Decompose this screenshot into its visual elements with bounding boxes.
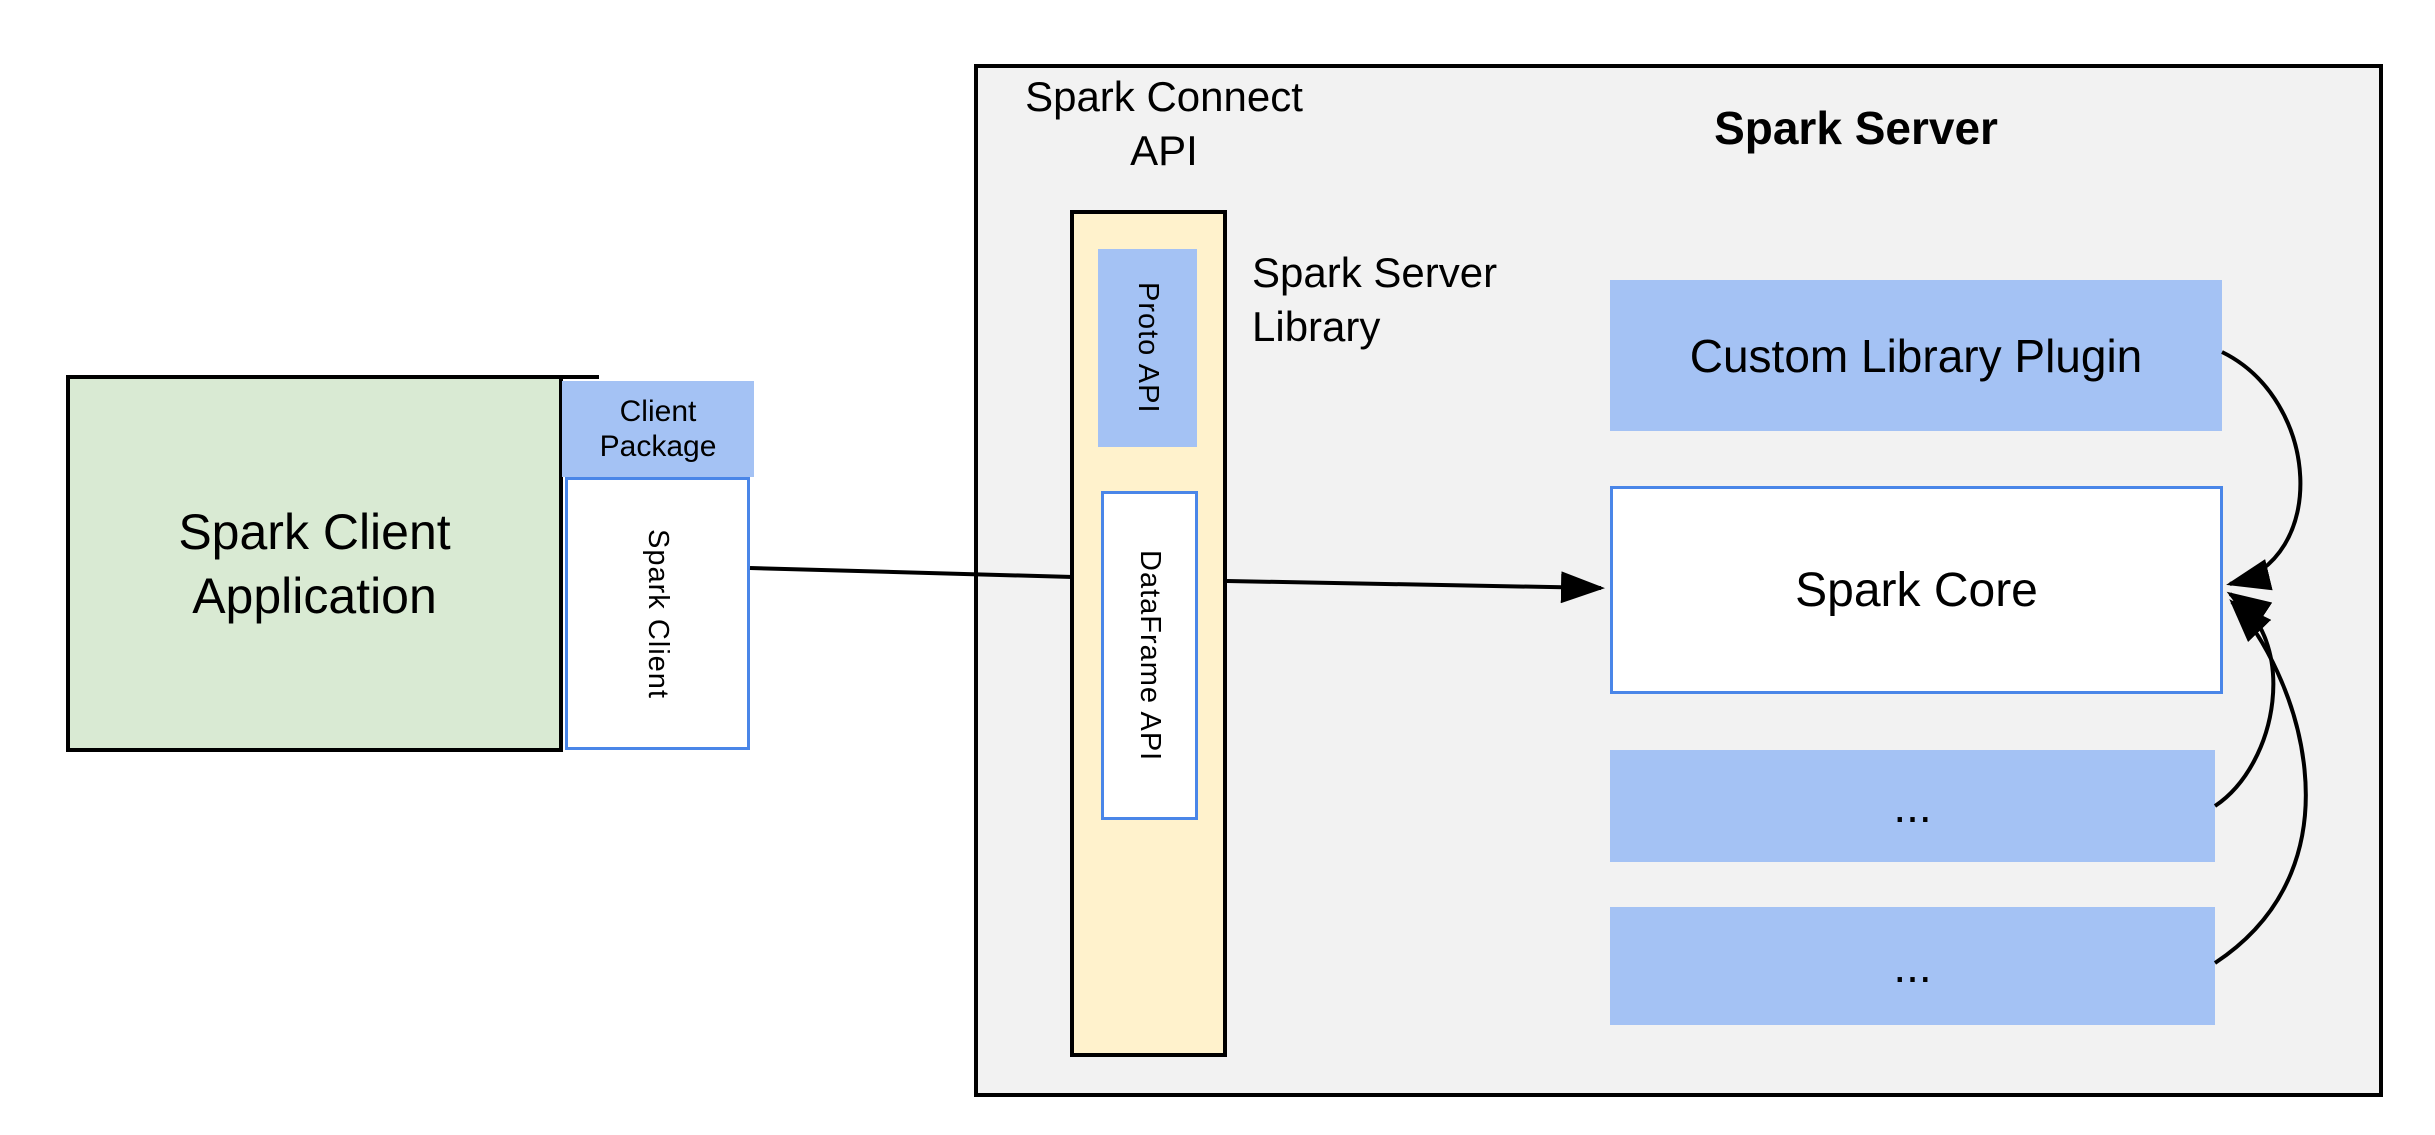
- spark-core-label: Spark Core: [1795, 563, 2038, 617]
- ellipsis-label-2: ...: [1893, 940, 1932, 992]
- spark-connect-api-title: Spark Connect API: [1025, 73, 1303, 174]
- spark-server-title: Spark Server: [1714, 102, 1998, 154]
- proto-api-box: Proto API: [1098, 249, 1197, 447]
- ellipsis-box-2: ...: [1610, 907, 2215, 1025]
- dataframe-api-label: DataFrame API: [1134, 549, 1166, 762]
- client-package-label: Client Package: [599, 395, 717, 463]
- spark-client-label: Spark Client: [642, 528, 674, 699]
- proto-api-label: Proto API: [1132, 282, 1164, 414]
- spark-client-box: Spark Client: [565, 477, 750, 750]
- green-box-top-border-stub: [563, 375, 599, 379]
- ellipsis-label-1: ...: [1893, 780, 1932, 832]
- spark-server-library-label: Spark Server Library: [1252, 249, 1498, 350]
- spark-core-box: Spark Core: [1610, 486, 2223, 694]
- custom-library-plugin-label: Custom Library Plugin: [1689, 329, 2143, 382]
- client-package-box: Client Package: [562, 381, 754, 477]
- spark-client-application-label: Spark Client Application: [178, 503, 451, 624]
- dataframe-api-box: DataFrame API: [1101, 491, 1198, 820]
- custom-library-plugin-box: Custom Library Plugin: [1610, 280, 2222, 431]
- ellipsis-box-1: ...: [1610, 750, 2215, 862]
- spark-client-application-box: Spark Client Application: [66, 375, 563, 752]
